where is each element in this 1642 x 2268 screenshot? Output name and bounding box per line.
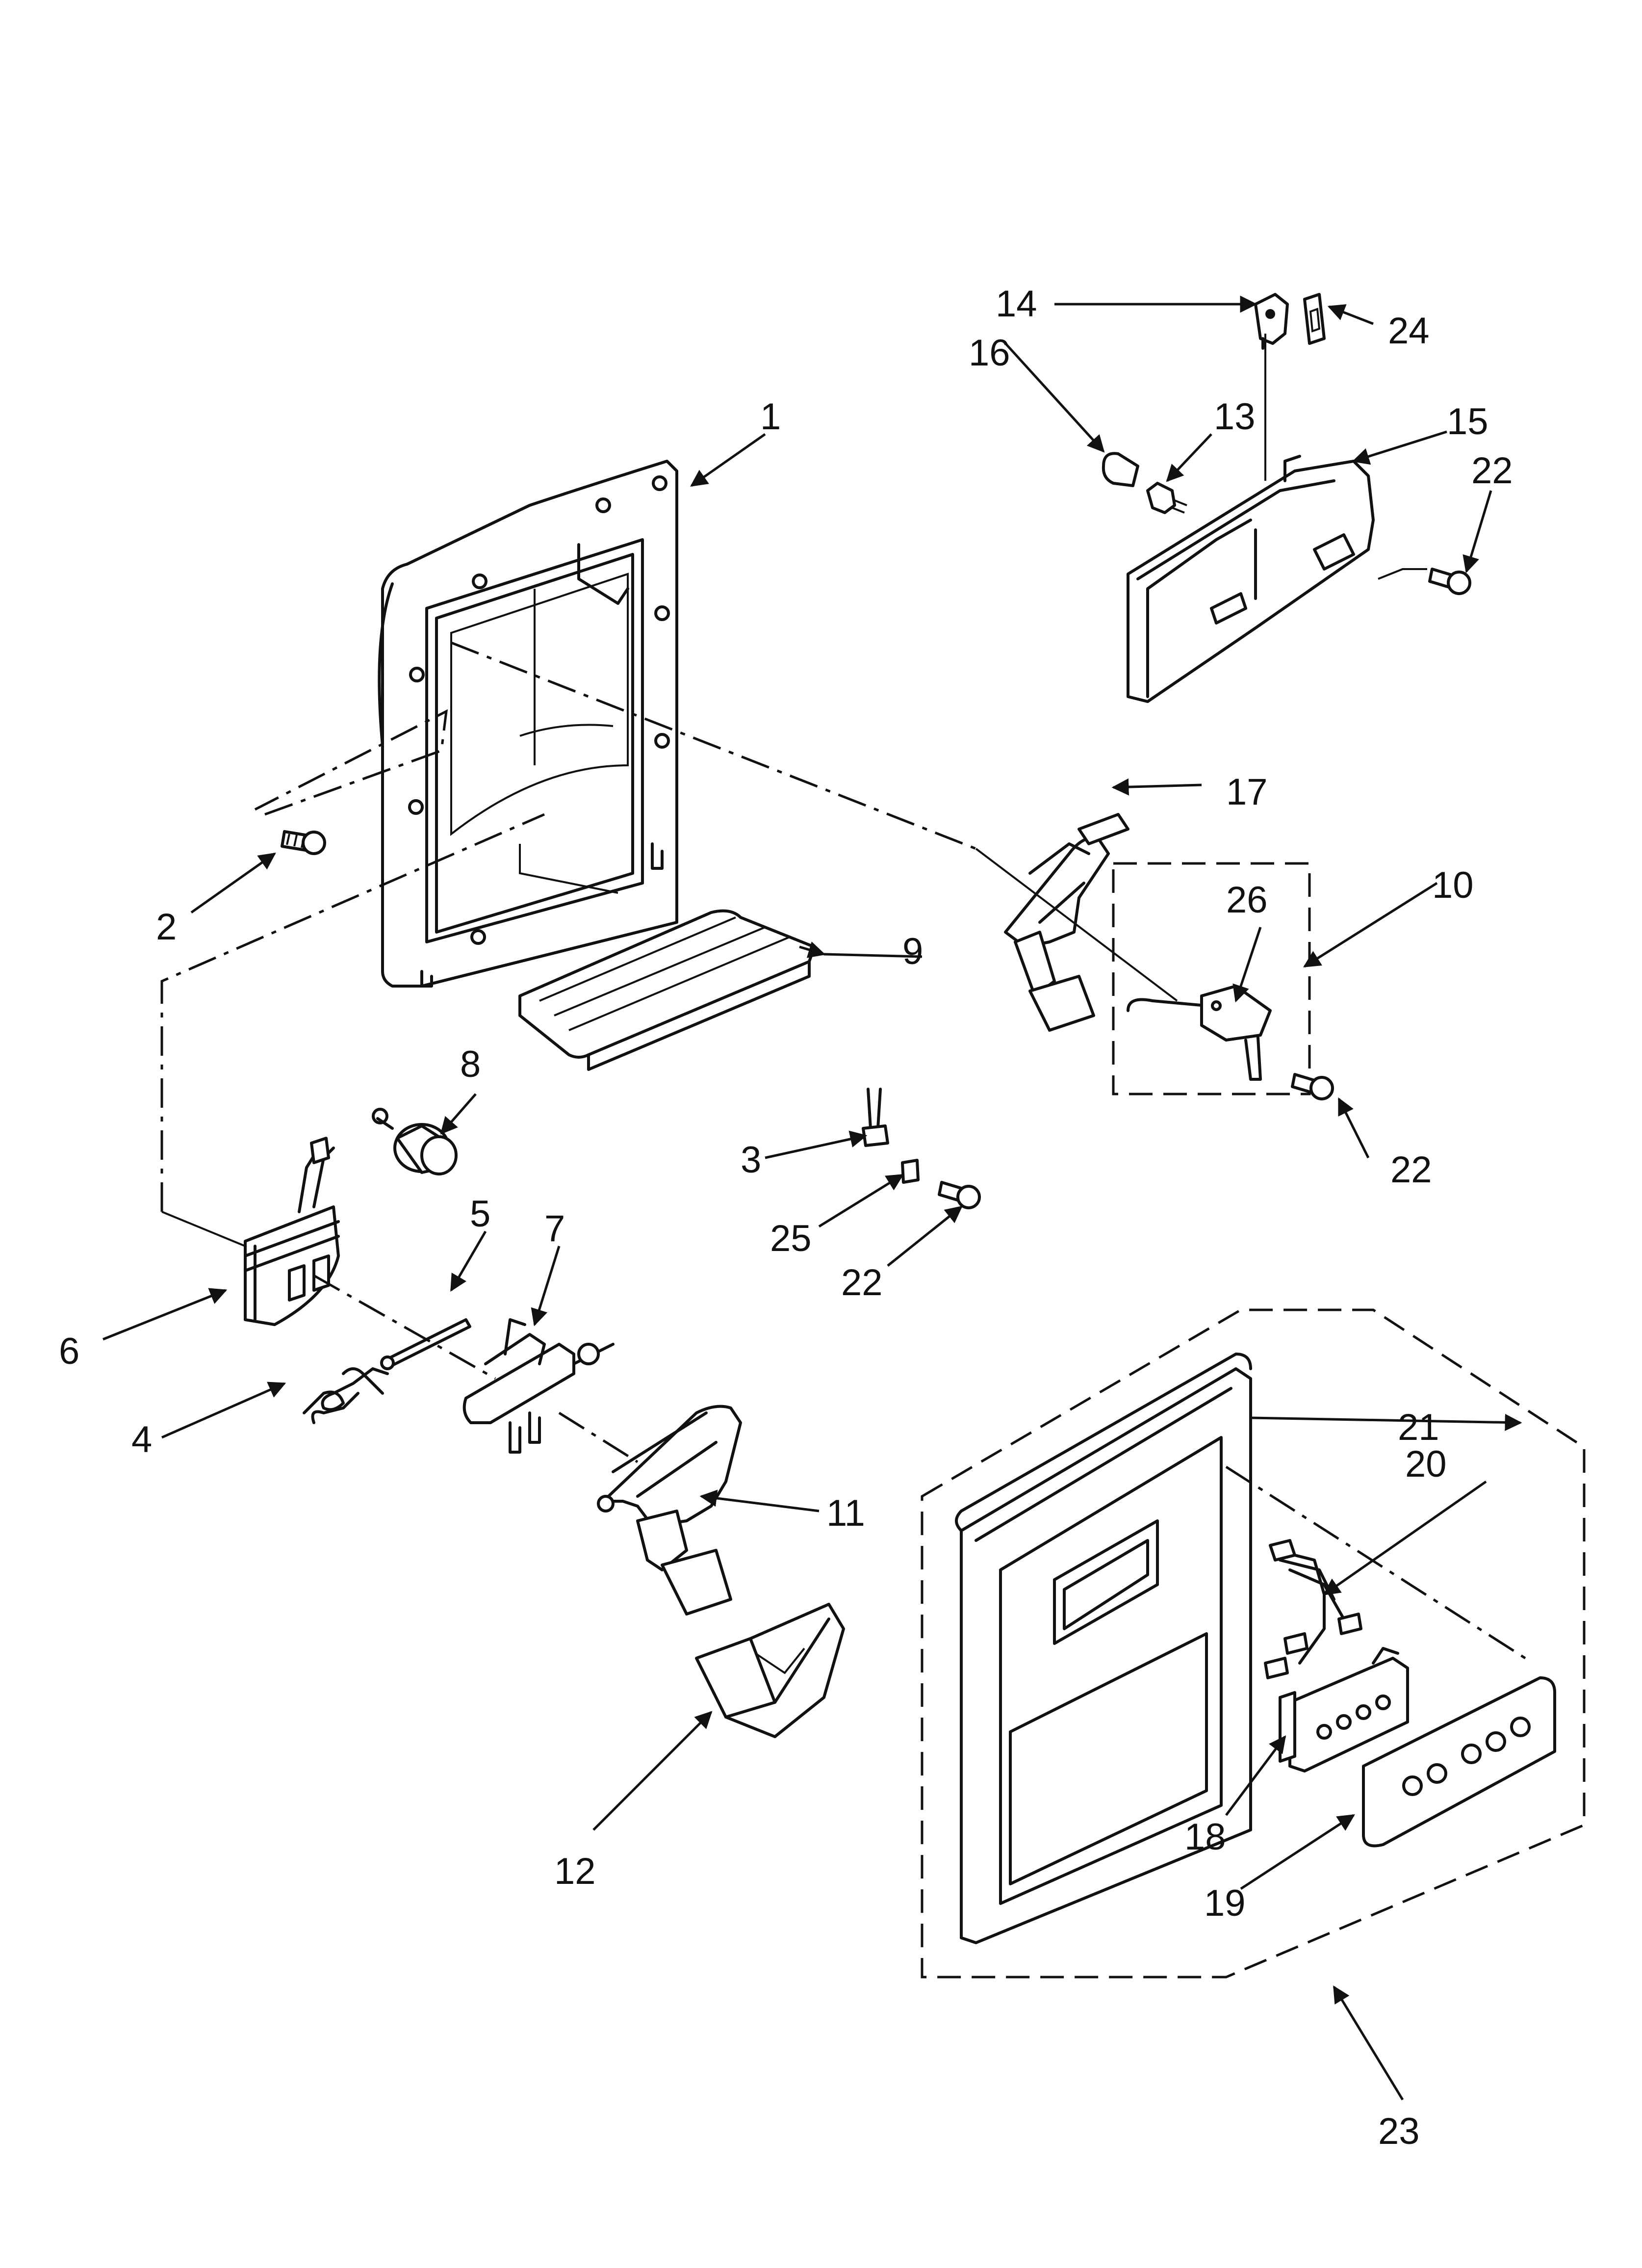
part-18-control-board: [1279, 1647, 1409, 1773]
callout-12: 12: [554, 1851, 596, 1892]
part-22-screw-right: [1291, 1073, 1334, 1100]
leader-lines: [103, 295, 1522, 2101]
part-10-group: [1112, 862, 1311, 1095]
callout-20: 20: [1405, 1443, 1447, 1485]
part-16-lamp: [1102, 452, 1139, 487]
part-21-dispenser-cover: [955, 1353, 1252, 1944]
callout-21: 21: [1398, 1407, 1439, 1448]
part-17-paddle-lever: [1004, 813, 1129, 1032]
callout-8: 8: [460, 1043, 481, 1085]
callout-17: 17: [1226, 771, 1268, 813]
callout-24: 24: [1388, 310, 1430, 352]
callout-14: 14: [996, 283, 1037, 325]
callout-6: 6: [59, 1330, 79, 1372]
part-19-control-overlay: [1362, 1676, 1556, 1848]
part-25-bracket: [901, 1159, 920, 1184]
callout-7: 7: [544, 1208, 565, 1250]
callout-3: 3: [741, 1139, 761, 1181]
part-8-solenoid: [372, 1108, 458, 1175]
callout-15: 15: [1447, 401, 1488, 443]
part-15-bracket-assembly: [1127, 455, 1375, 703]
part-7-actuator: [462, 1318, 615, 1454]
part-14-switch: [1254, 293, 1289, 350]
part-9-drip-tray: [518, 909, 816, 1071]
callout-1: 1: [760, 396, 781, 438]
callout-18: 18: [1184, 1816, 1226, 1858]
callout-22-top: 22: [1471, 450, 1513, 492]
part-23-group: [921, 1308, 1586, 1979]
part-11-ice-lever: [597, 1405, 742, 1616]
part-20-wire-harness: [1264, 1539, 1362, 1679]
part-13-socket: [1146, 482, 1187, 514]
callout-23: 23: [1378, 2111, 1420, 2152]
callout-13: 13: [1214, 396, 1256, 438]
callout-9: 9: [902, 931, 923, 972]
part-6-module: [244, 1137, 340, 1326]
part-26-switch-arm: [1127, 985, 1272, 1081]
part-3-clip: [862, 1088, 889, 1147]
part-22-screw-center: [938, 1181, 981, 1209]
callout-16: 16: [969, 332, 1010, 374]
callout-19: 19: [1204, 1882, 1246, 1924]
part-5-pin: [380, 1318, 471, 1370]
callout-4: 4: [131, 1419, 152, 1460]
callout-10: 10: [1432, 864, 1474, 906]
callout-2: 2: [156, 906, 177, 948]
part-12-chute-cup: [695, 1603, 845, 1738]
part-22-screw-top: [1428, 568, 1471, 595]
callout-11: 11: [826, 1492, 865, 1534]
assembly-lines: [160, 334, 1526, 1660]
part-2-screw: [281, 830, 326, 855]
callout-22-center: 22: [841, 1262, 883, 1303]
callout-labels: 1 2 3 4 5 6 7 8 9 10 11 12 13 14 15 16 1…: [59, 283, 1513, 2152]
callout-26: 26: [1226, 879, 1268, 921]
callout-25: 25: [770, 1218, 812, 1259]
callout-5: 5: [470, 1193, 490, 1235]
part-1-dispenser-housing: [378, 460, 678, 988]
part-24-gasket: [1303, 293, 1326, 345]
part-4-spring: [303, 1367, 389, 1424]
callout-22-right: 22: [1390, 1149, 1432, 1191]
